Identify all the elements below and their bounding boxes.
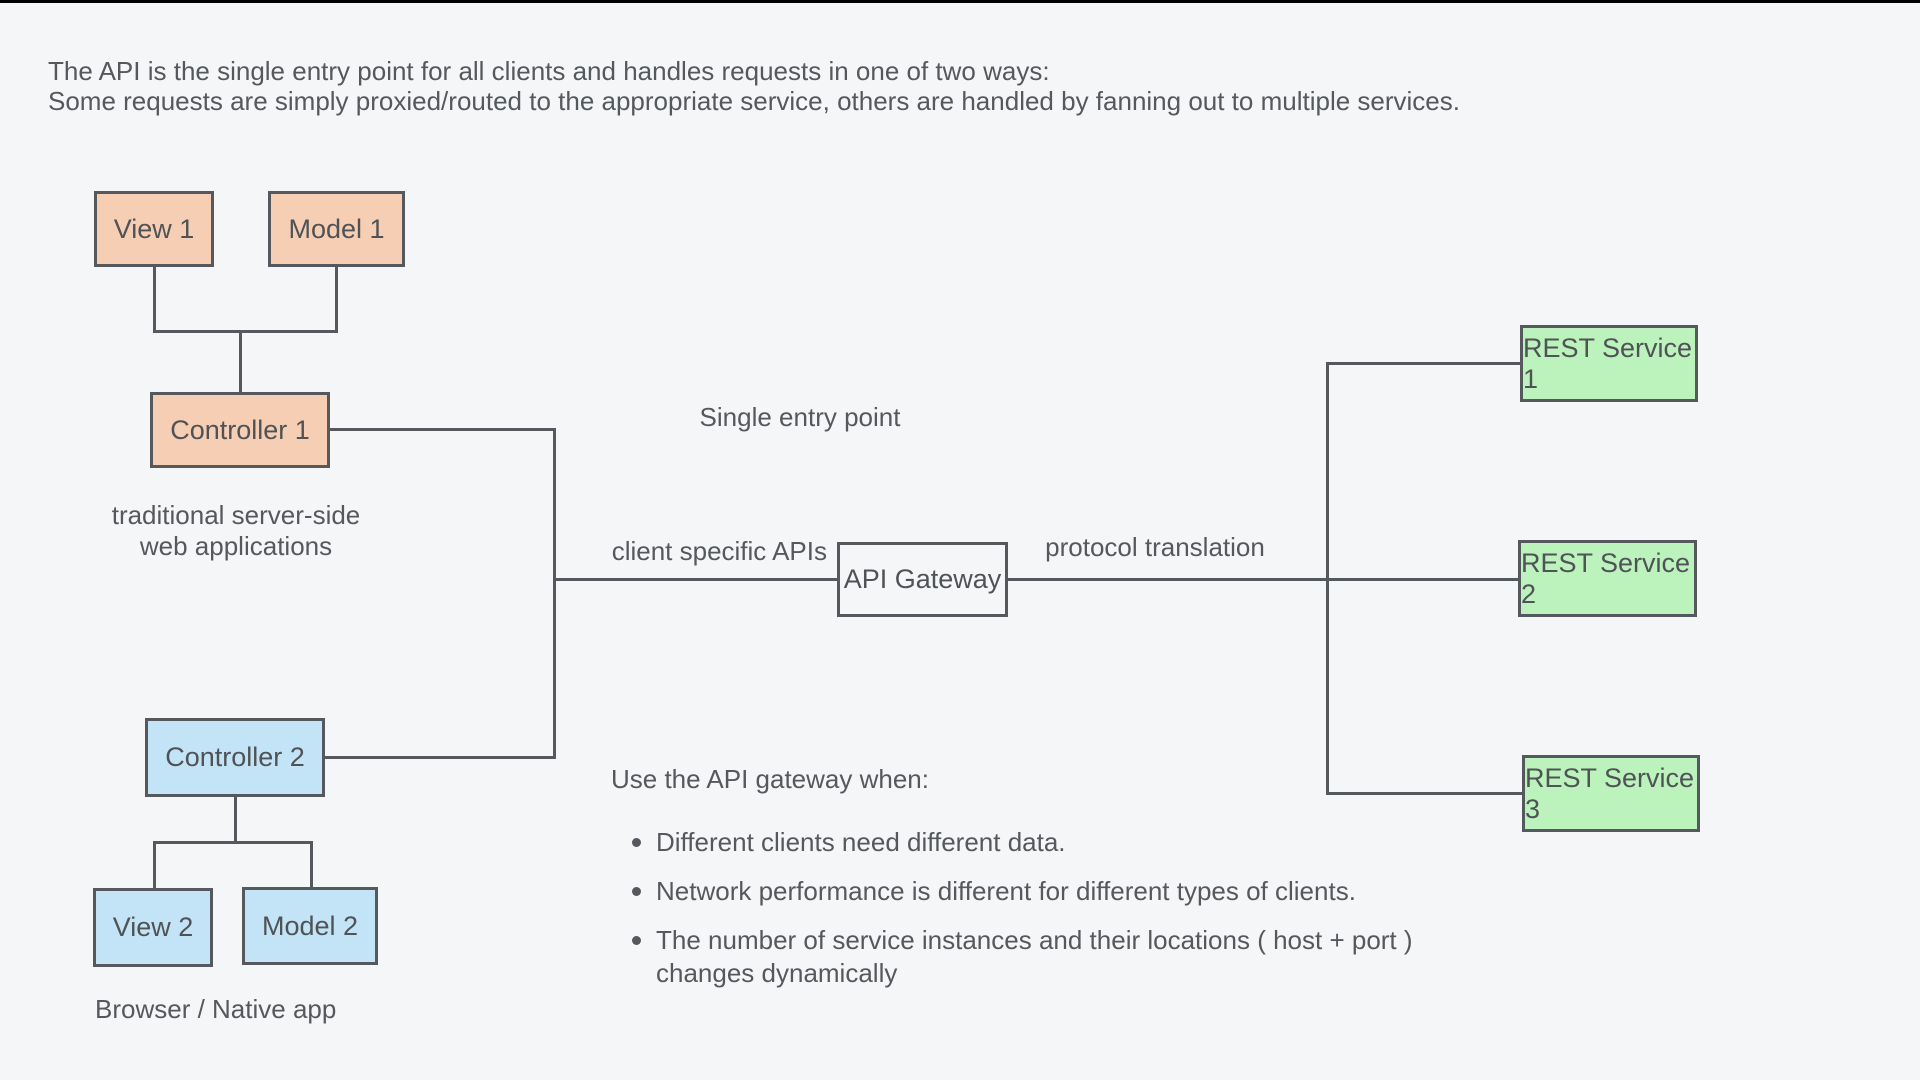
connector-to-rest3 [1326, 792, 1522, 795]
node-rest-service-1-label: REST Service 1 [1523, 332, 1693, 394]
top-edge-strip [0, 0, 1920, 3]
connector-view2-drop [153, 841, 156, 888]
label-single-entry-point: Single entry point [699, 402, 901, 432]
node-rest-service-2: REST Service 2 [1518, 540, 1697, 617]
diagram-description: The API is the single entry point for al… [48, 56, 1460, 116]
label-protocol-translation: protocol translation [1045, 532, 1265, 562]
bullet-dot-icon [632, 936, 641, 945]
gateway-bullet-list: Different clients need different data. N… [632, 826, 1413, 1006]
label-use-gateway-when: Use the API gateway when: [611, 764, 929, 794]
node-controller1: Controller 1 [150, 392, 330, 468]
connector-to-gateway [553, 578, 837, 581]
node-view2-label: View 2 [112, 912, 194, 942]
description-line-1: The API is the single entry point for al… [48, 56, 1050, 86]
connector-gateway-right [1008, 578, 1518, 581]
bullet-text-3: The number of service instances and thei… [656, 925, 1413, 988]
node-model1-label: Model 1 [288, 213, 385, 244]
node-api-gateway: API Gateway [837, 542, 1008, 617]
bullet-dot-icon [632, 887, 641, 896]
node-model2-label: Model 2 [261, 910, 359, 941]
connector-view2-model2-join [153, 841, 313, 844]
node-view1: View 1 [94, 191, 214, 267]
node-controller2: Controller 2 [145, 718, 325, 797]
connector-right-trunk [1326, 362, 1329, 795]
connector-view1-drop [153, 267, 156, 333]
bullet-item: Different clients need different data. [632, 826, 1413, 859]
bullet-item: The number of service instances and thei… [632, 924, 1413, 990]
node-controller2-label: Controller 2 [165, 742, 305, 772]
connector-model2-drop [310, 841, 313, 887]
connector-left-trunk [553, 428, 556, 759]
bullet-text-2: Network performance is different for dif… [656, 876, 1356, 906]
node-model1: Model 1 [268, 191, 405, 267]
connector-controller2-drop [234, 797, 237, 844]
node-controller1-label: Controller 1 [170, 414, 310, 445]
node-rest-service-3: REST Service 3 [1522, 755, 1700, 832]
node-rest-service-2-label: REST Service 2 [1521, 547, 1691, 609]
connector-to-rest1 [1326, 362, 1520, 365]
bullet-dot-icon [632, 838, 641, 847]
label-traditional-line1: traditional server-side [111, 500, 361, 530]
label-traditional-line2: web applications [139, 531, 333, 561]
node-rest-service-3-label: REST Service 3 [1525, 762, 1695, 824]
connector-view1-model1-join [153, 330, 338, 333]
node-api-gateway-label: API Gateway [843, 564, 1002, 594]
connector-controller2-right [325, 756, 556, 759]
node-view1-label: View 1 [113, 213, 195, 244]
node-view2: View 2 [93, 888, 213, 967]
bullet-text-1: Different clients need different data. [656, 827, 1066, 857]
connector-model1-drop [335, 267, 338, 333]
node-model2: Model 2 [242, 887, 378, 965]
connector-controller1-right [330, 428, 556, 431]
description-line-2: Some requests are simply proxied/routed … [48, 86, 1460, 116]
label-browser-native-app: Browser / Native app [95, 994, 337, 1024]
bullet-item: Network performance is different for dif… [632, 875, 1413, 908]
label-client-specific-apis: client specific APIs [611, 536, 827, 566]
label-traditional-server-side: traditional server-side web applications [66, 500, 406, 562]
connector-to-controller1 [239, 330, 242, 392]
node-rest-service-1: REST Service 1 [1520, 325, 1698, 402]
